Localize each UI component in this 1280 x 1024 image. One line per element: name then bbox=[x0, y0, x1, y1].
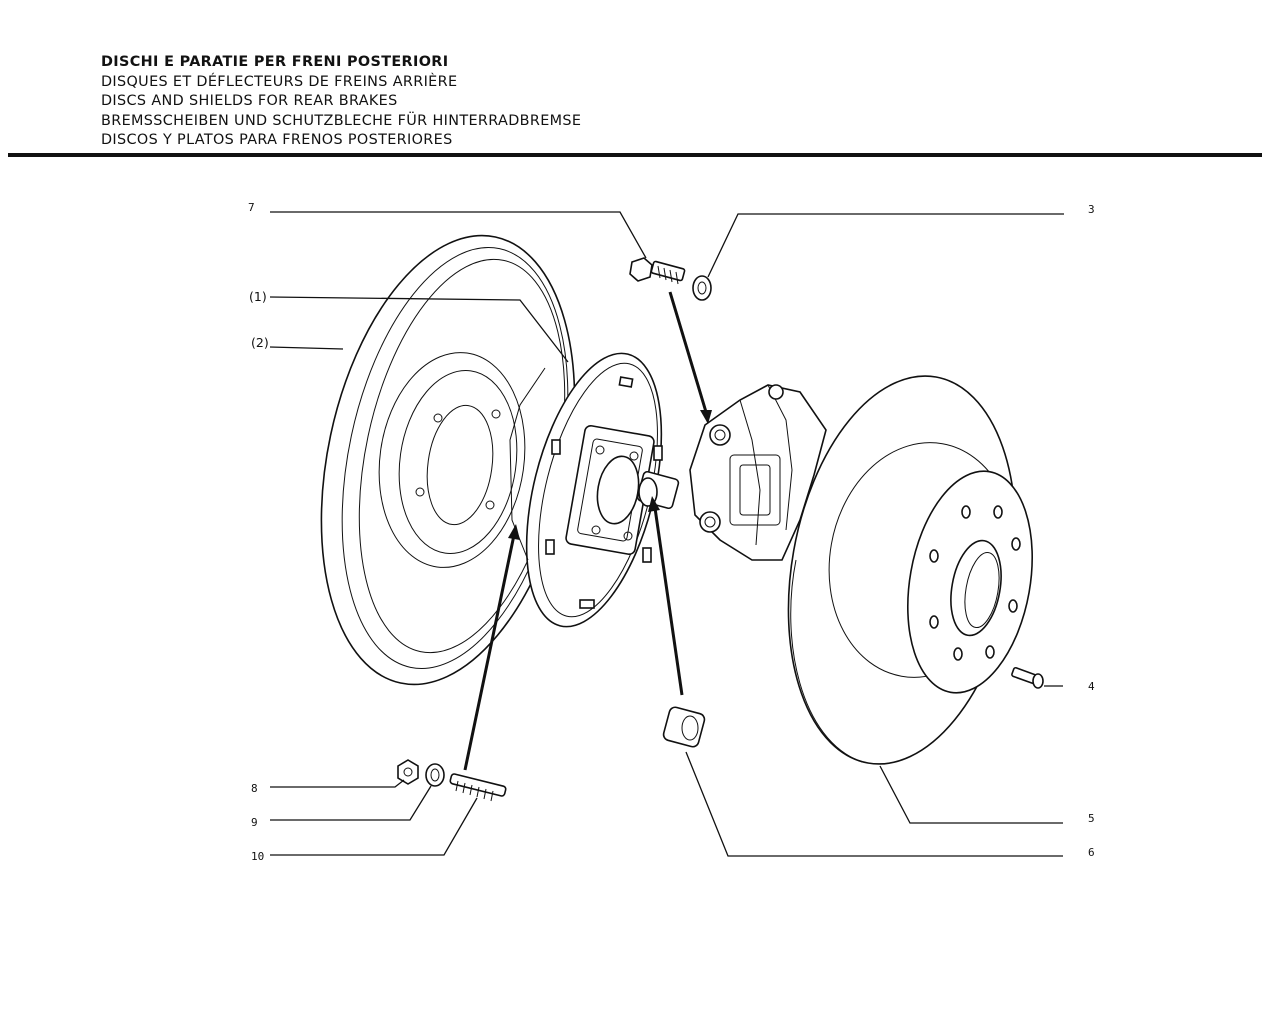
flat-washer bbox=[425, 763, 445, 787]
callout-2: (2) bbox=[251, 335, 269, 350]
callout-4: 4 bbox=[1088, 680, 1095, 693]
callout-7: 7 bbox=[248, 201, 255, 214]
callout-3: 3 bbox=[1088, 203, 1095, 216]
title-italian: DISCHI E PARATIE PER FRENI POSTERIORI bbox=[101, 54, 449, 70]
callout-8: 8 bbox=[251, 782, 258, 795]
spring-washer bbox=[692, 275, 712, 301]
assembly-arrows bbox=[463, 291, 712, 771]
title-english: DISCS AND SHIELDS FOR REAR BRAKES bbox=[101, 93, 398, 109]
callout-6: 6 bbox=[1088, 846, 1095, 859]
rubber-bushing bbox=[662, 706, 706, 748]
hex-nut bbox=[397, 759, 419, 785]
title-french: DISQUES ET DÉFLECTEURS DE FREINS ARRIÈRE bbox=[101, 73, 458, 90]
callout-9: 9 bbox=[251, 816, 258, 829]
disc-screw bbox=[1011, 666, 1044, 689]
callout-5: 5 bbox=[1088, 812, 1095, 825]
title-german: BREMSSCHEIBEN UND SCHUTZBLECHE FÜR HINTE… bbox=[101, 112, 582, 129]
title-block: DISCHI E PARATIE PER FRENI POSTERIORI DI… bbox=[101, 53, 581, 151]
caliper-bolt bbox=[629, 257, 686, 285]
threaded-stud bbox=[449, 773, 507, 802]
title-spanish: DISCOS Y PLATOS PARA FRENOS POSTERIORES bbox=[101, 132, 453, 148]
callout-10: 10 bbox=[251, 850, 264, 863]
header-rule bbox=[8, 153, 1262, 157]
leader-lines bbox=[269, 211, 1064, 857]
brake-backing-plate bbox=[509, 352, 680, 628]
callout-1: (1) bbox=[249, 289, 267, 304]
brake-disc bbox=[787, 375, 1034, 765]
callout-labels: 7 3 (1) (2) 4 8 9 10 5 6 bbox=[248, 201, 1095, 863]
